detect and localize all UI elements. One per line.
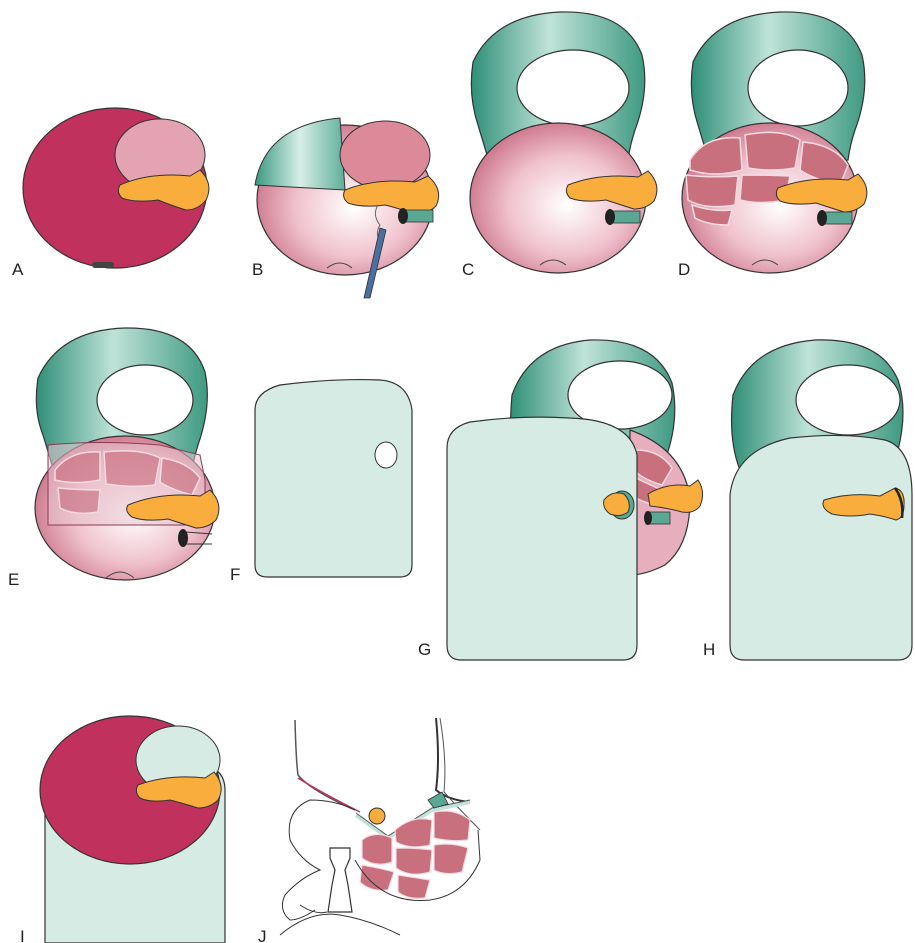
panel-label-i: I bbox=[20, 927, 25, 943]
panel-i: I bbox=[20, 716, 225, 943]
panel-label-d: D bbox=[678, 260, 690, 279]
panel-label-f: F bbox=[230, 565, 240, 584]
window-opening bbox=[748, 50, 848, 126]
panel-c: C bbox=[462, 12, 657, 279]
panel-label-j: J bbox=[258, 927, 267, 943]
panel-f: F bbox=[230, 380, 412, 584]
panel-d: D bbox=[678, 12, 867, 279]
orange-structure bbox=[604, 493, 630, 516]
panel-e: E bbox=[8, 328, 219, 589]
panel-h: H bbox=[703, 340, 912, 660]
teal-flap bbox=[255, 118, 345, 190]
window-opening bbox=[517, 50, 629, 126]
vertebra-outline bbox=[328, 848, 352, 912]
graft-hole bbox=[375, 442, 397, 468]
panel-label-g: G bbox=[418, 640, 431, 659]
panel-label-c: C bbox=[462, 260, 474, 279]
panel-b: B bbox=[252, 118, 439, 298]
left-contour bbox=[295, 720, 355, 810]
graft-sheet bbox=[730, 435, 912, 660]
panel-j: J bbox=[258, 718, 480, 943]
window-opening bbox=[796, 365, 900, 435]
left-contour-red bbox=[298, 778, 360, 812]
window-opening bbox=[97, 365, 193, 435]
panel-g: G bbox=[418, 340, 703, 660]
panel-label-e: E bbox=[8, 570, 19, 589]
graft-sheet bbox=[447, 417, 637, 660]
right-contour bbox=[436, 718, 470, 802]
panel-label-a: A bbox=[12, 260, 24, 279]
graft-sheet bbox=[255, 380, 412, 577]
orange-node bbox=[369, 808, 385, 824]
panel-label-h: H bbox=[703, 640, 715, 659]
panel-label-b: B bbox=[252, 260, 263, 279]
upper-lobe bbox=[340, 121, 430, 189]
panel-a: A bbox=[12, 108, 209, 279]
